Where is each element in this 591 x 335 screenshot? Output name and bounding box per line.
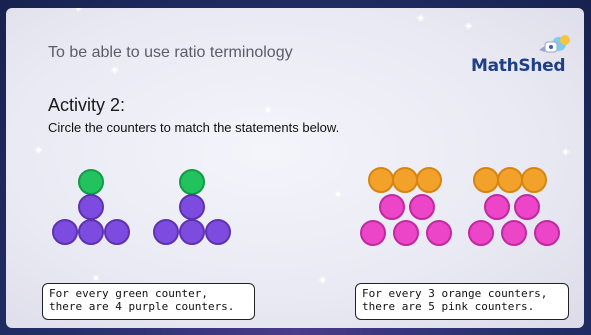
statement-line: For every green counter, (49, 287, 208, 300)
sparkle-dot (94, 276, 98, 280)
pink-counter[interactable] (393, 220, 419, 246)
purple-counter[interactable] (205, 219, 231, 245)
pink-counter[interactable] (484, 194, 510, 220)
sparkle-dot (266, 108, 270, 112)
pink-counter[interactable] (360, 220, 386, 246)
sparkle-icon: ✦ (416, 13, 426, 25)
purple-counter[interactable] (52, 219, 78, 245)
sparkle-icon: ✦ (110, 65, 120, 77)
purple-counter[interactable] (78, 219, 104, 245)
pink-counter[interactable] (534, 220, 560, 246)
pink-counter[interactable] (379, 194, 405, 220)
green-counter[interactable] (78, 169, 104, 195)
purple-counter[interactable] (104, 219, 130, 245)
orange-counter[interactable] (368, 167, 394, 193)
purple-counter[interactable] (179, 219, 205, 245)
pink-counter[interactable] (501, 220, 527, 246)
statement-green-purple: For every green counter, there are 4 pur… (42, 283, 255, 320)
green-counter[interactable] (179, 169, 205, 195)
sparkle-icon: ✦ (318, 275, 328, 287)
purple-counter[interactable] (179, 194, 205, 220)
mathshed-logo: MathShed (471, 34, 571, 78)
pink-counter[interactable] (426, 220, 452, 246)
statement-orange-pink: For every 3 orange counters, there are 5… (355, 283, 569, 320)
orange-counter[interactable] (521, 167, 547, 193)
purple-counter[interactable] (78, 194, 104, 220)
lesson-objective: To be able to use ratio terminology (48, 44, 293, 61)
orange-counter[interactable] (473, 167, 499, 193)
pink-counter[interactable] (468, 220, 494, 246)
activity-instruction: Circle the counters to match the stateme… (48, 120, 340, 135)
sparkle-icon: ✦ (74, 8, 84, 15)
rocket-icon (539, 35, 570, 53)
sparkle-dot (336, 192, 340, 196)
statement-line: For every 3 orange counters, (362, 287, 548, 300)
pink-counter[interactable] (514, 194, 540, 220)
sparkle-icon: ✦ (464, 21, 474, 33)
slide: ✦ ✦ ✦ ✦ ✦ ✦ ✦ To be able to use ratio te… (6, 8, 584, 328)
orange-counter[interactable] (497, 167, 523, 193)
pink-counter[interactable] (409, 194, 435, 220)
statement-line: there are 4 purple counters. (49, 300, 235, 313)
logo-text: MathShed (471, 56, 566, 76)
orange-counter[interactable] (392, 167, 418, 193)
sparkle-icon: ✦ (34, 145, 44, 157)
activity-title: Activity 2: (48, 95, 126, 115)
orange-counter[interactable] (416, 167, 442, 193)
sparkle-icon: ✦ (561, 147, 571, 159)
statement-line: there are 5 pink counters. (362, 300, 535, 313)
purple-counter[interactable] (153, 219, 179, 245)
